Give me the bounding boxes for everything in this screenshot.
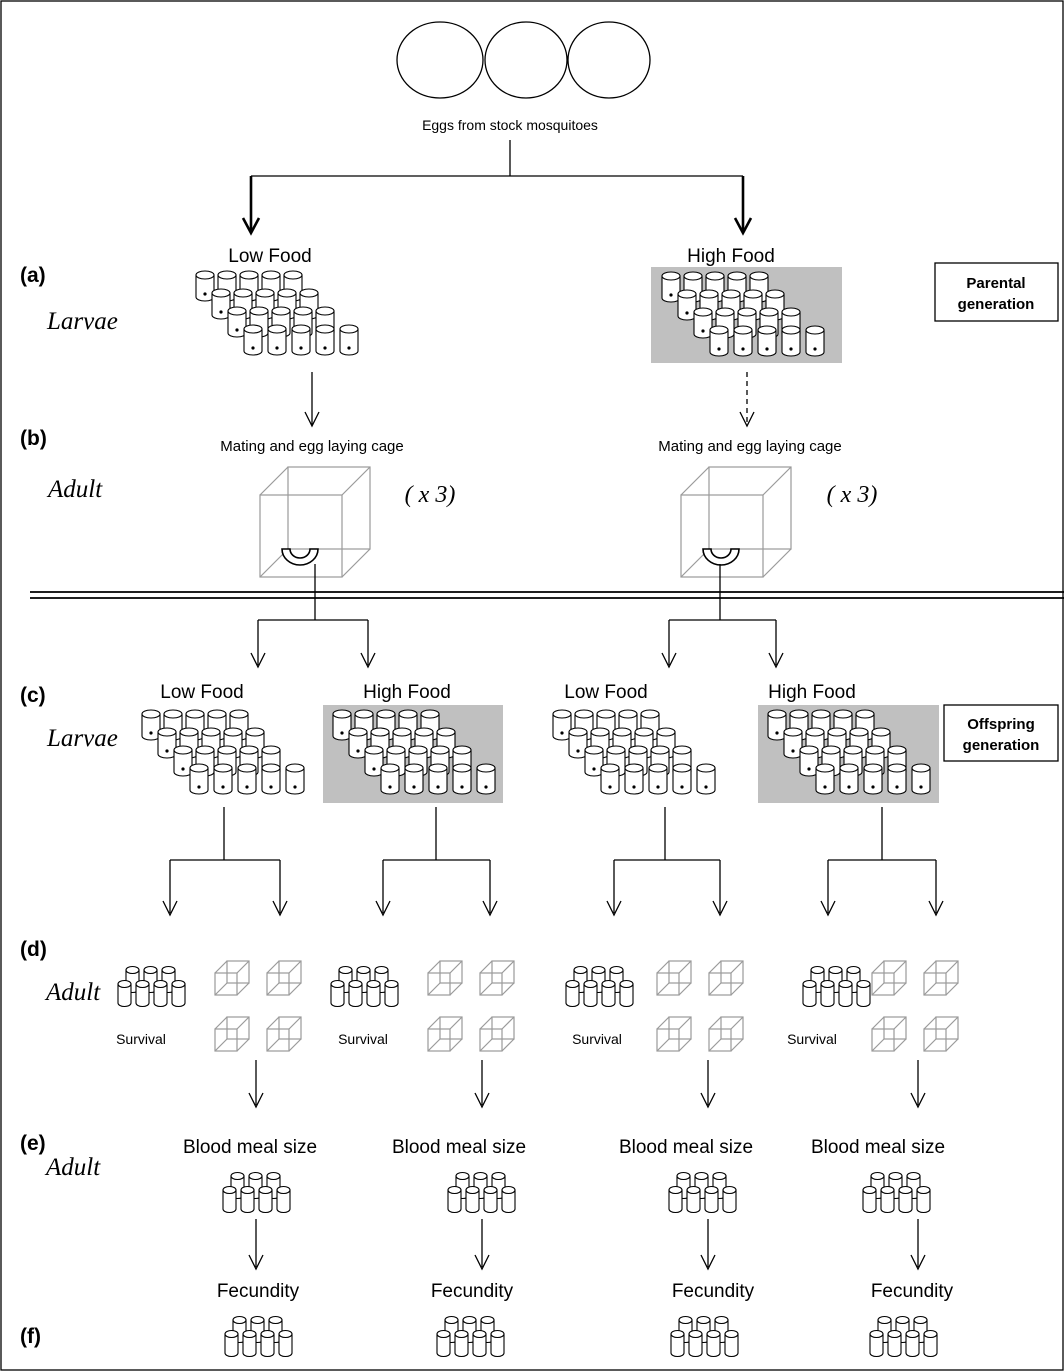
offspring-column-2: High Food Survival Blood meal size Fecun… xyxy=(323,682,526,1357)
adult-cages xyxy=(657,961,743,1051)
stage-label-b: Adult xyxy=(46,476,103,503)
row-label-f: (f) xyxy=(20,1325,41,1348)
fecundity-tubes xyxy=(225,1317,292,1357)
fecundity-label: Fecundity xyxy=(217,1281,300,1302)
row-label-c: (c) xyxy=(20,684,46,707)
egg-icon xyxy=(396,21,484,99)
generation-divider xyxy=(30,591,1064,599)
treatment-label: Low Food xyxy=(160,682,243,703)
eggs-group: Eggs from stock mosquitoes xyxy=(396,21,651,133)
blood-meal-tubes xyxy=(223,1173,290,1213)
parental-label-2: generation xyxy=(958,296,1035,313)
treatment-label: Low Food xyxy=(228,246,311,267)
egg-icon xyxy=(484,21,568,99)
blood-meal-label: Blood meal size xyxy=(811,1137,945,1158)
mating-cage-icon xyxy=(680,466,792,578)
row-label-e: (e) xyxy=(20,1132,46,1155)
row-labels: (a) Larvae (b) Adult (c) Larvae (d) Adul… xyxy=(20,264,118,1348)
parental-label-1: Parental xyxy=(966,275,1025,292)
parental-low-food: Low Food Mating and egg laying cage ( x … xyxy=(196,246,456,578)
blood-meal-label: Blood meal size xyxy=(392,1137,526,1158)
adult-cages xyxy=(872,961,958,1051)
treatment-label: High Food xyxy=(363,682,451,703)
replicates-label: ( x 3) xyxy=(405,482,456,508)
mating-cage-icon xyxy=(259,466,371,578)
blood-meal-tubes xyxy=(669,1173,736,1213)
blood-meal-tubes xyxy=(448,1173,515,1213)
fecundity-tubes xyxy=(870,1317,937,1357)
parental-generation-box: Parental generation xyxy=(934,262,1059,322)
larvae-tray xyxy=(553,710,715,794)
offspring-column-3: Low Food Survival Blood meal size Fecund… xyxy=(553,682,755,1357)
offspring-label-1: Offspring xyxy=(967,716,1035,733)
fecundity-tubes xyxy=(437,1317,504,1357)
treatment-label: Low Food xyxy=(564,682,647,703)
blood-meal-tubes xyxy=(863,1173,930,1213)
fecundity-tubes xyxy=(671,1317,738,1357)
treatment-label: High Food xyxy=(687,246,775,267)
egg-split-arrows xyxy=(241,140,753,236)
cage-label: Mating and egg laying cage xyxy=(220,438,403,455)
row-label-b: (b) xyxy=(20,427,47,450)
survival-tubes xyxy=(566,967,633,1007)
survival-label: Survival xyxy=(116,1031,166,1047)
stage-label-d: Adult xyxy=(44,979,101,1006)
row-label-d: (d) xyxy=(20,938,47,961)
blood-meal-label: Blood meal size xyxy=(183,1137,317,1158)
survival-tubes xyxy=(118,967,185,1007)
row-label-a: (a) xyxy=(20,264,46,287)
stage-label-a: Larvae xyxy=(46,308,118,335)
offspring-label-2: generation xyxy=(963,737,1040,754)
cage-label: Mating and egg laying cage xyxy=(658,438,841,455)
eggs-title: Eggs from stock mosquitoes xyxy=(422,117,598,133)
larvae-tray xyxy=(142,710,304,794)
replicates-label: ( x 3) xyxy=(827,482,878,508)
adult-cages xyxy=(428,961,514,1051)
fecundity-label: Fecundity xyxy=(431,1281,514,1302)
treatment-label: High Food xyxy=(768,682,856,703)
egg-icon xyxy=(567,21,651,99)
survival-label: Survival xyxy=(787,1031,837,1047)
survival-tubes xyxy=(803,967,870,1007)
stage-label-c: Larvae xyxy=(46,725,118,752)
larvae-tray xyxy=(196,271,358,355)
survival-label: Survival xyxy=(338,1031,388,1047)
adult-cages xyxy=(215,961,301,1051)
cage-split-arrows xyxy=(250,564,784,669)
stage-label-e: Adult xyxy=(44,1154,101,1181)
fecundity-label: Fecundity xyxy=(672,1281,755,1302)
survival-tubes xyxy=(331,967,398,1007)
parental-high-food: High Food Mating and egg laying cage ( x… xyxy=(651,246,878,578)
offspring-generation-box: Offspring generation xyxy=(943,704,1059,762)
fecundity-label: Fecundity xyxy=(871,1281,954,1302)
survival-label: Survival xyxy=(572,1031,622,1047)
offspring-column-1: Low Food Survival Blood meal size Fecund… xyxy=(116,682,317,1357)
offspring-column-4: High Food Survival Blood meal size Fecun… xyxy=(758,682,958,1357)
blood-meal-label: Blood meal size xyxy=(619,1137,753,1158)
